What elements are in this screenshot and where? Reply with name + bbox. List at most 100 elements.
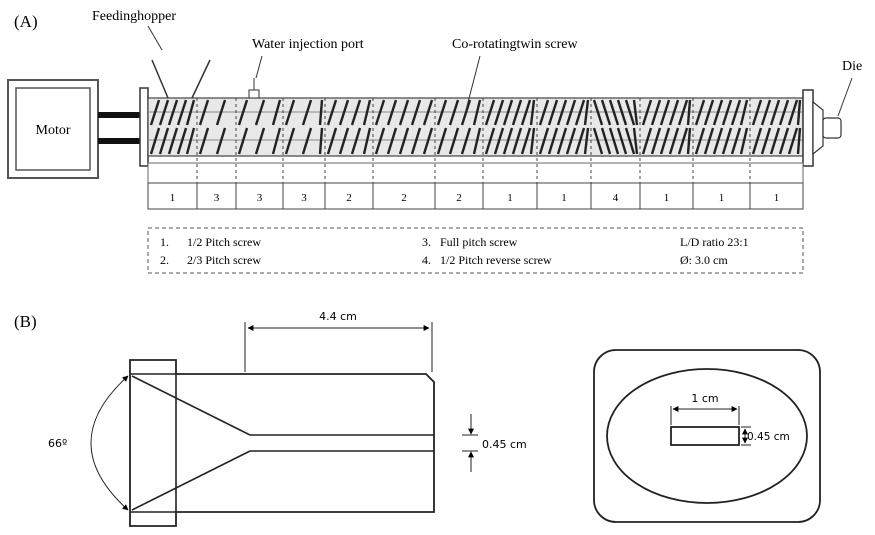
screw-flight	[472, 99, 482, 126]
screw-flight	[769, 99, 781, 126]
angle-label: 66º	[48, 437, 67, 450]
screw-flight	[624, 99, 636, 126]
segment-cell-13: 1	[774, 192, 780, 204]
gap-label: 0.45 cm	[482, 438, 527, 451]
screw-flight	[751, 99, 763, 126]
screw-flight	[574, 127, 586, 155]
screw-flight	[198, 99, 210, 126]
screw-flight	[616, 127, 628, 155]
screw-flight	[254, 99, 266, 126]
screw-flight	[796, 127, 802, 155]
screw-flight	[632, 127, 639, 155]
callouts: Feedinghopper Water injection port Co-ro…	[92, 9, 862, 117]
screw-flight	[374, 127, 386, 155]
segment-cell-8: 1	[507, 192, 513, 204]
screw-flight	[362, 127, 372, 155]
feeding-hopper-label: Feedinghopper	[92, 9, 176, 24]
screw-flight	[556, 99, 568, 126]
screw-flight	[176, 127, 188, 155]
screw-flight	[769, 127, 781, 155]
screw-flight	[176, 99, 188, 126]
screw-flight	[502, 127, 514, 155]
screw-flight	[677, 99, 689, 126]
screw-flight	[694, 127, 706, 155]
screw-flight	[592, 99, 604, 126]
screw-flight	[326, 127, 338, 155]
screw-flight	[565, 99, 577, 126]
screw-flight	[318, 127, 324, 155]
screw-flight	[215, 99, 227, 126]
screw-flight	[237, 99, 249, 126]
screw-flight	[386, 127, 398, 155]
screw-flight	[608, 127, 620, 155]
screw-flight	[787, 99, 799, 126]
screw-flight	[410, 99, 422, 126]
screw-flight	[167, 127, 179, 155]
screw-flight	[436, 127, 448, 155]
segment-cell-9: 1	[561, 192, 567, 204]
screw-flight	[271, 99, 282, 126]
screw-flight	[608, 99, 620, 126]
screw-flight	[659, 127, 671, 155]
screw-flight	[167, 99, 179, 126]
screw-flight	[730, 99, 742, 126]
segment-frame	[147, 98, 804, 184]
screw-flight	[650, 127, 662, 155]
screw-flight	[730, 127, 742, 155]
screw-flight	[149, 127, 161, 155]
screw-flight	[583, 99, 590, 126]
water-injection-port	[248, 78, 260, 99]
screw-flight	[538, 99, 550, 126]
screw-flights	[149, 99, 802, 155]
water-port-label: Water injection port	[252, 37, 364, 52]
segment-cell-7: 2	[456, 192, 462, 204]
screw-flight	[721, 99, 733, 126]
screw-flight	[493, 99, 505, 126]
screw-flight	[158, 99, 170, 126]
twin-screw-label: Co-rotatingtwin screw	[452, 37, 578, 52]
slot-width-label: 1 cm	[691, 392, 718, 405]
screw-flight	[778, 127, 790, 155]
screw-flight	[398, 127, 410, 155]
screw-flight	[659, 99, 671, 126]
screw-flight	[422, 127, 434, 155]
screw-flight	[237, 127, 249, 155]
screw-flight	[271, 127, 282, 155]
segment-cell-1: 1	[170, 192, 176, 204]
screw-flight	[778, 99, 790, 126]
screw-flight	[185, 99, 196, 126]
screw-flight	[787, 127, 799, 155]
screw-flight	[538, 127, 550, 155]
motor-label: Motor	[36, 123, 71, 138]
screw-flight	[677, 127, 689, 155]
panel-b: (B) 4.4 cm 66º	[14, 310, 821, 527]
die-side-view	[129, 359, 435, 527]
screw-flight	[374, 99, 386, 126]
screw-flight	[668, 127, 680, 155]
screw-flight	[254, 127, 266, 155]
segment-cell-5: 2	[346, 192, 352, 204]
screw-flight	[158, 127, 170, 155]
legend-ld-ratio: L/D ratio 23:1	[680, 235, 749, 249]
segment-cell-6: 2	[401, 192, 407, 204]
screw-flight	[484, 99, 496, 126]
screw-flight	[318, 99, 324, 126]
screw-flight	[511, 127, 523, 155]
screw-flight	[520, 99, 532, 126]
angle-arc	[90, 375, 129, 511]
screw-flight	[592, 127, 604, 155]
screw-flight	[739, 99, 749, 126]
screw-flight	[600, 99, 612, 126]
screw-flight	[460, 99, 472, 126]
gap-dimension	[462, 414, 478, 472]
screw-flight	[338, 127, 350, 155]
screw-flight	[198, 127, 210, 155]
screw-flight	[215, 127, 227, 155]
segment-cell-2: 3	[214, 192, 220, 204]
motor: Motor	[7, 79, 140, 179]
screw-flight	[398, 99, 410, 126]
screw-flight	[448, 99, 460, 126]
screw-flight	[556, 127, 568, 155]
screw-flight	[284, 99, 296, 126]
